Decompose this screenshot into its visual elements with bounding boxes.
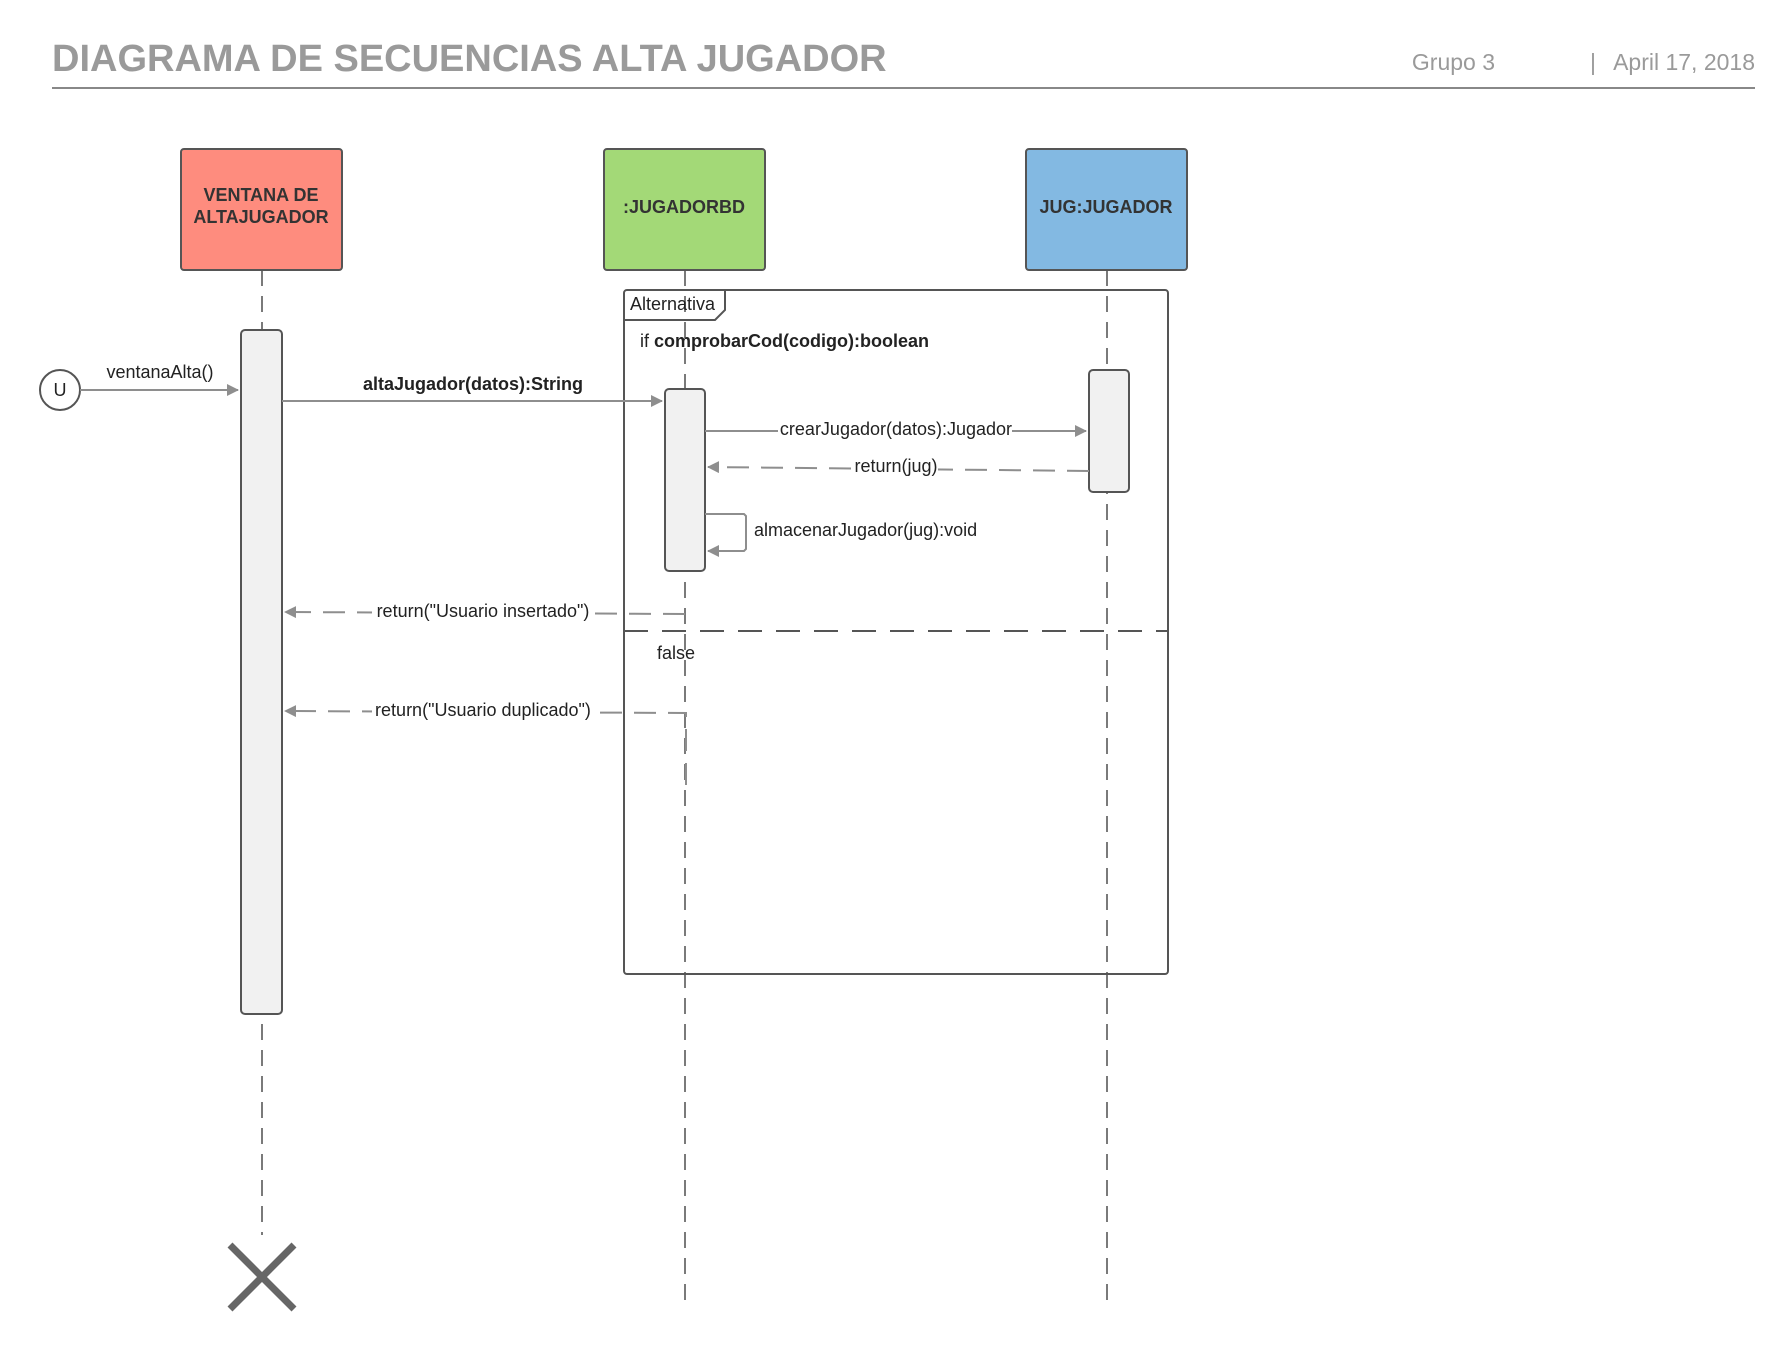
message-label: return("Usuario insertado"): [377, 601, 590, 621]
guard-condition: comprobarCod(codigo):boolean: [654, 331, 929, 351]
actor-label: JUG:JUGADOR: [1039, 197, 1172, 217]
frame-label-tab: [624, 290, 726, 321]
alternative-frame: Alternativa if comprobarCod(codigo):bool…: [623, 289, 1169, 975]
else-label: false: [657, 643, 695, 663]
message-return-jug: return(jug): [707, 455, 1090, 477]
label-background: [852, 455, 938, 477]
actor-box: [1025, 148, 1188, 271]
message-label: return("Usuario duplicado"): [375, 700, 591, 720]
actor-jugadorbd: :JUGADORBD: [603, 148, 766, 271]
actor-jug-jugador: JUG:JUGADOR: [1025, 148, 1188, 271]
header-separator: |: [1590, 49, 1596, 75]
message-return-duplicado: return("Usuario duplicado"): [284, 699, 687, 785]
actor-box: [180, 148, 343, 271]
destroy-stroke-2: [227, 1242, 297, 1312]
user-actor: U: [39, 369, 81, 411]
message-label: crearJugador(datos):Jugador: [780, 419, 1012, 439]
activation-jugador: [1088, 369, 1130, 493]
message-label: return(jug): [854, 456, 937, 476]
self-arrow: [705, 513, 747, 557]
message-crear-jugador: crearJugador(datos):Jugador: [705, 417, 1087, 441]
group-label: Grupo 3: [1412, 49, 1495, 75]
message-alta-jugador: altaJugador(datos):String: [282, 374, 663, 407]
guard-prefix: if: [640, 331, 654, 351]
message-ventana-alta: ventanaAlta(): [80, 362, 239, 396]
date-label: April 17, 2018: [1613, 49, 1755, 75]
actor-label-line2: ALTAJUGADOR: [193, 207, 328, 227]
actor-box: [603, 148, 766, 271]
destroy-x-icon: [227, 1242, 297, 1312]
page-header: DIAGRAMA DE SECUENCIAS ALTA JUGADOR Grup…: [52, 38, 1755, 89]
activation-ventana: [240, 329, 283, 1015]
message-almacenar-jugador: almacenarJugador(jug):void: [705, 513, 977, 557]
actor-ventana-altajugador: VENTANA DE ALTAJUGADOR: [180, 148, 343, 271]
message-label: ventanaAlta(): [106, 362, 213, 382]
frame-label: Alternativa: [630, 294, 716, 314]
actor-label-line1: VENTANA DE: [203, 185, 318, 205]
activation-jugadorbd: [664, 388, 706, 572]
arrow-line: [284, 705, 687, 785]
user-label: U: [54, 380, 67, 400]
label-background: [372, 699, 594, 723]
message-label: almacenarJugador(jug):void: [754, 520, 977, 540]
page-title: DIAGRAMA DE SECUENCIAS ALTA JUGADOR: [52, 38, 887, 80]
actor-label: :JUGADORBD: [623, 197, 745, 217]
frame-guard: if comprobarCod(codigo):boolean: [640, 331, 929, 351]
message-return-insertado: return("Usuario insertado"): [284, 600, 686, 624]
label-background: [778, 417, 1012, 441]
label-background: [372, 600, 590, 624]
message-label: altaJugador(datos):String: [363, 374, 583, 394]
